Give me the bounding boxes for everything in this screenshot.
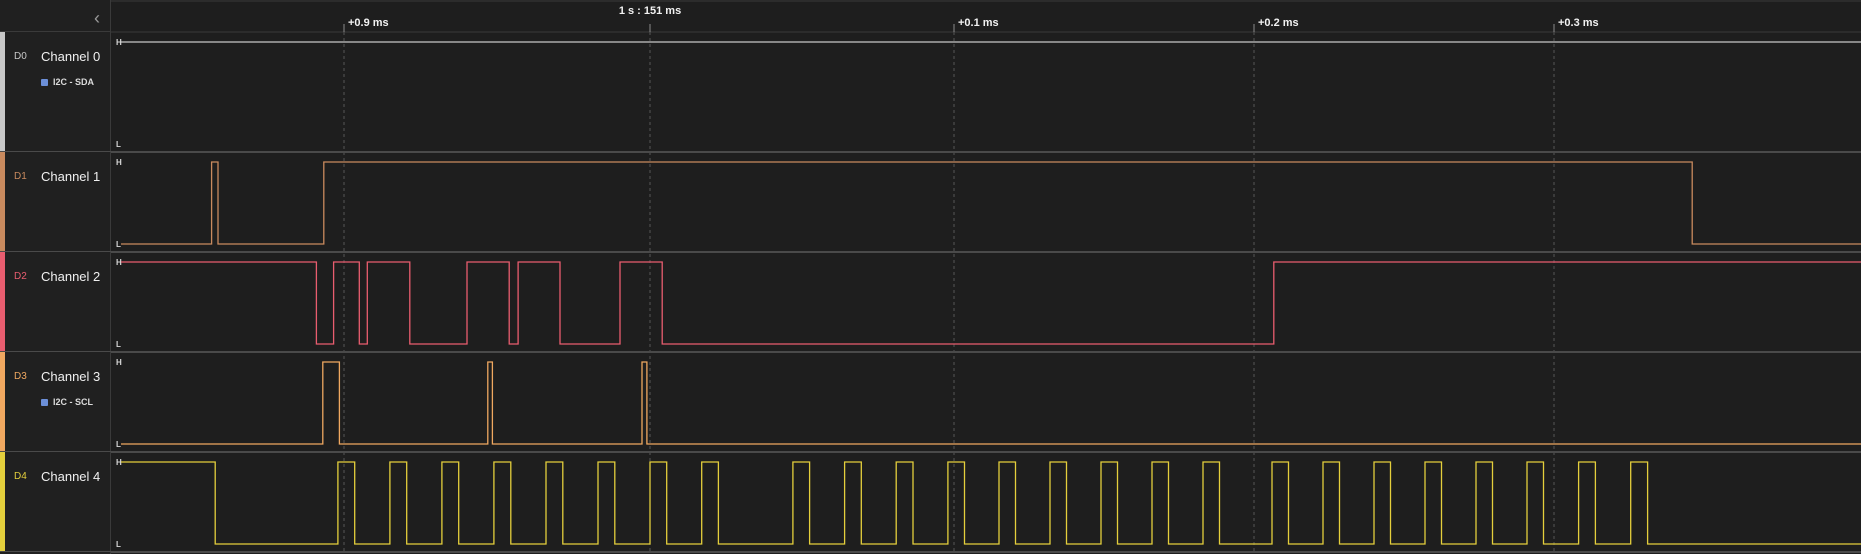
waveform-d2 [121,261,1861,345]
channel-row-d0[interactable]: D0 Channel 0 I2C - SDA [0,32,111,152]
ruler-tick-label: +0.3 ms [1558,17,1599,29]
level-low-label: L [116,340,121,349]
level-low-label: L [116,540,121,549]
level-high-label: H [116,258,122,267]
channel-color-bar [0,452,5,551]
level-high-label: H [116,458,122,467]
channel-color-bar [0,152,5,251]
channel-color-bar [0,352,5,451]
waveform-d1 [121,161,1861,245]
channel-name[interactable]: Channel 0 [41,49,101,64]
analyzer-tag[interactable]: I2C - SDA [41,77,94,87]
channel-id: D1 [14,171,27,182]
channel-row-d2[interactable]: D2 Channel 2 [0,252,111,352]
channel-name[interactable]: Channel 1 [41,169,101,184]
level-low-label: L [116,440,121,449]
chevron-left-icon[interactable]: ‹ [94,8,100,28]
channel-id: D3 [14,371,27,382]
channel-row-d1[interactable]: D1 Channel 1 [0,152,111,252]
ruler-spacer [0,0,111,32]
channel-id: D4 [14,471,27,482]
channel-row-d4[interactable]: D4 Channel 4 [0,452,111,552]
analyzer-label: I2C - SCL [53,397,94,407]
channel-id: D0 [14,51,27,62]
ruler-tick-label: +0.1 ms [958,17,999,29]
waveform-plot[interactable]: 1 s : 151 ms +0.9 ms +0.1 ms +0.2 ms +0.3 ms… [111,0,1861,554]
channel-row-d3[interactable]: D3 Channel 3 I2C - SCL [0,352,111,452]
analyzer-label: I2C - SDA [53,77,95,87]
waveform-d3 [121,361,1861,445]
level-low-label: L [116,140,121,149]
analyzer-color-icon [41,78,48,86]
channel-color-bar [0,32,5,151]
analyzer-tag[interactable]: I2C - SCL [41,397,93,407]
level-high-label: H [116,358,122,367]
timeline-center-label: 1 s : 151 ms [619,5,681,17]
channel-name[interactable]: Channel 4 [41,469,101,484]
waveform-canvas[interactable]: 1 s : 151 ms +0.9 ms +0.1 ms +0.2 ms +0.3 ms… [111,0,1861,554]
channel-name[interactable]: Channel 2 [41,269,101,284]
time-ruler[interactable] [111,0,1861,32]
channel-color-bar [0,252,5,351]
channel-id: D2 [14,271,27,282]
level-high-label: H [116,38,122,47]
waveform-d4 [121,461,1861,545]
channel-name[interactable]: Channel 3 [41,369,101,384]
ruler-tick-label: +0.2 ms [1258,17,1299,29]
ruler-tick-label: +0.9 ms [348,17,389,29]
analyzer-color-icon [41,398,48,406]
level-high-label: H [116,158,122,167]
level-low-label: L [116,240,121,249]
